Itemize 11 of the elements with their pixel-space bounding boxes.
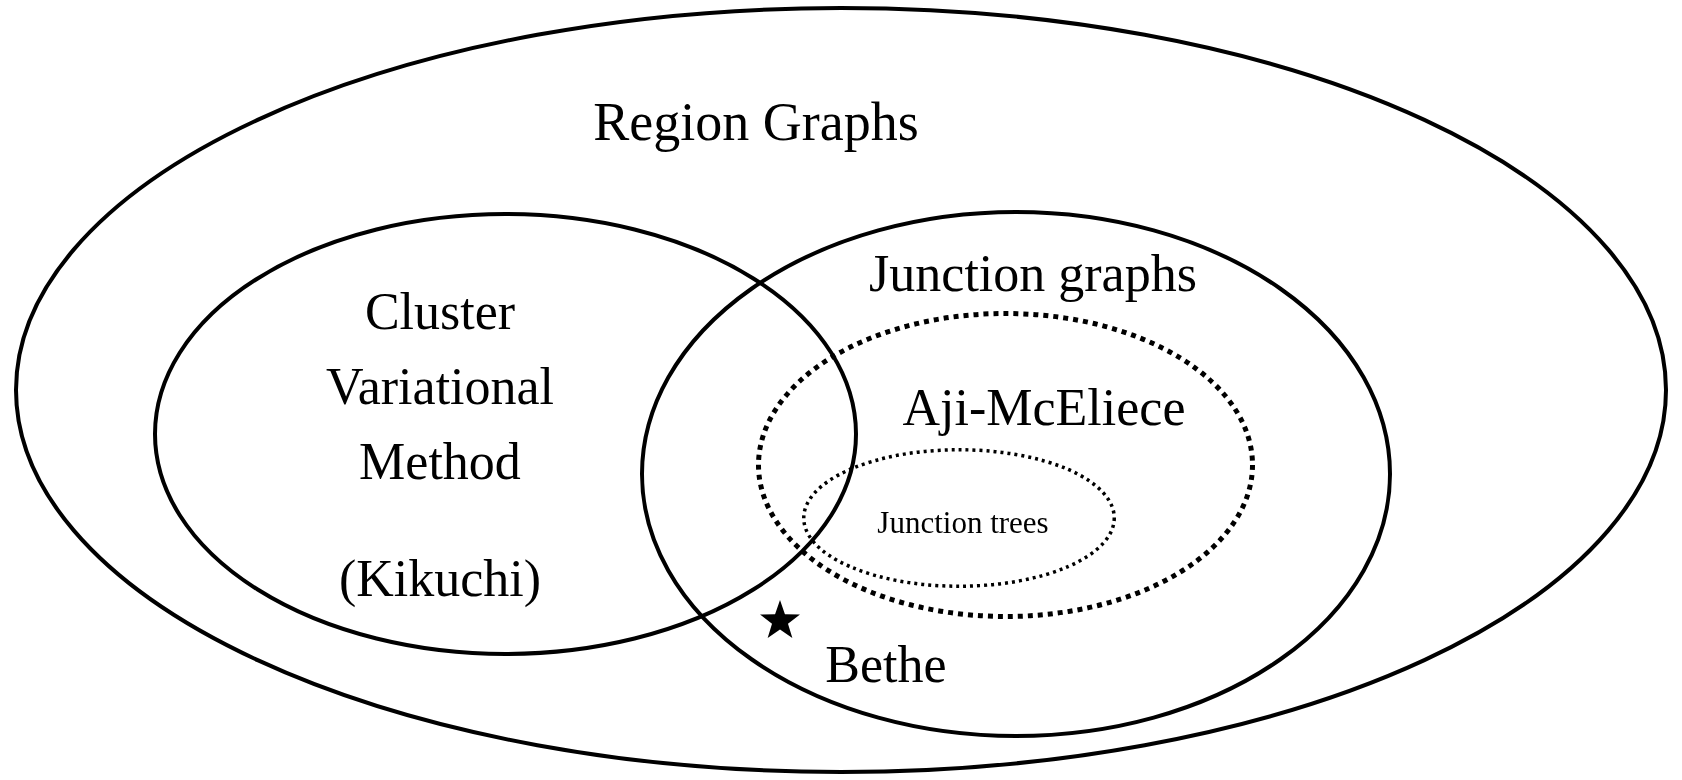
set-label: Junction graphs [869, 245, 1197, 303]
set-label: Region Graphs [593, 93, 919, 153]
set-label: (Kikuchi) [338, 550, 542, 608]
set-ellipse [14, 6, 1668, 774]
set-ellipse [640, 210, 1392, 738]
point-label: Bethe [825, 636, 947, 694]
set-label: Junction trees [877, 505, 1049, 541]
set-ellipse [802, 448, 1116, 588]
set-ellipse [756, 311, 1255, 619]
set-label: Cluster Variational Method [324, 281, 556, 492]
set-label: Aji-McEliece [902, 379, 1186, 437]
